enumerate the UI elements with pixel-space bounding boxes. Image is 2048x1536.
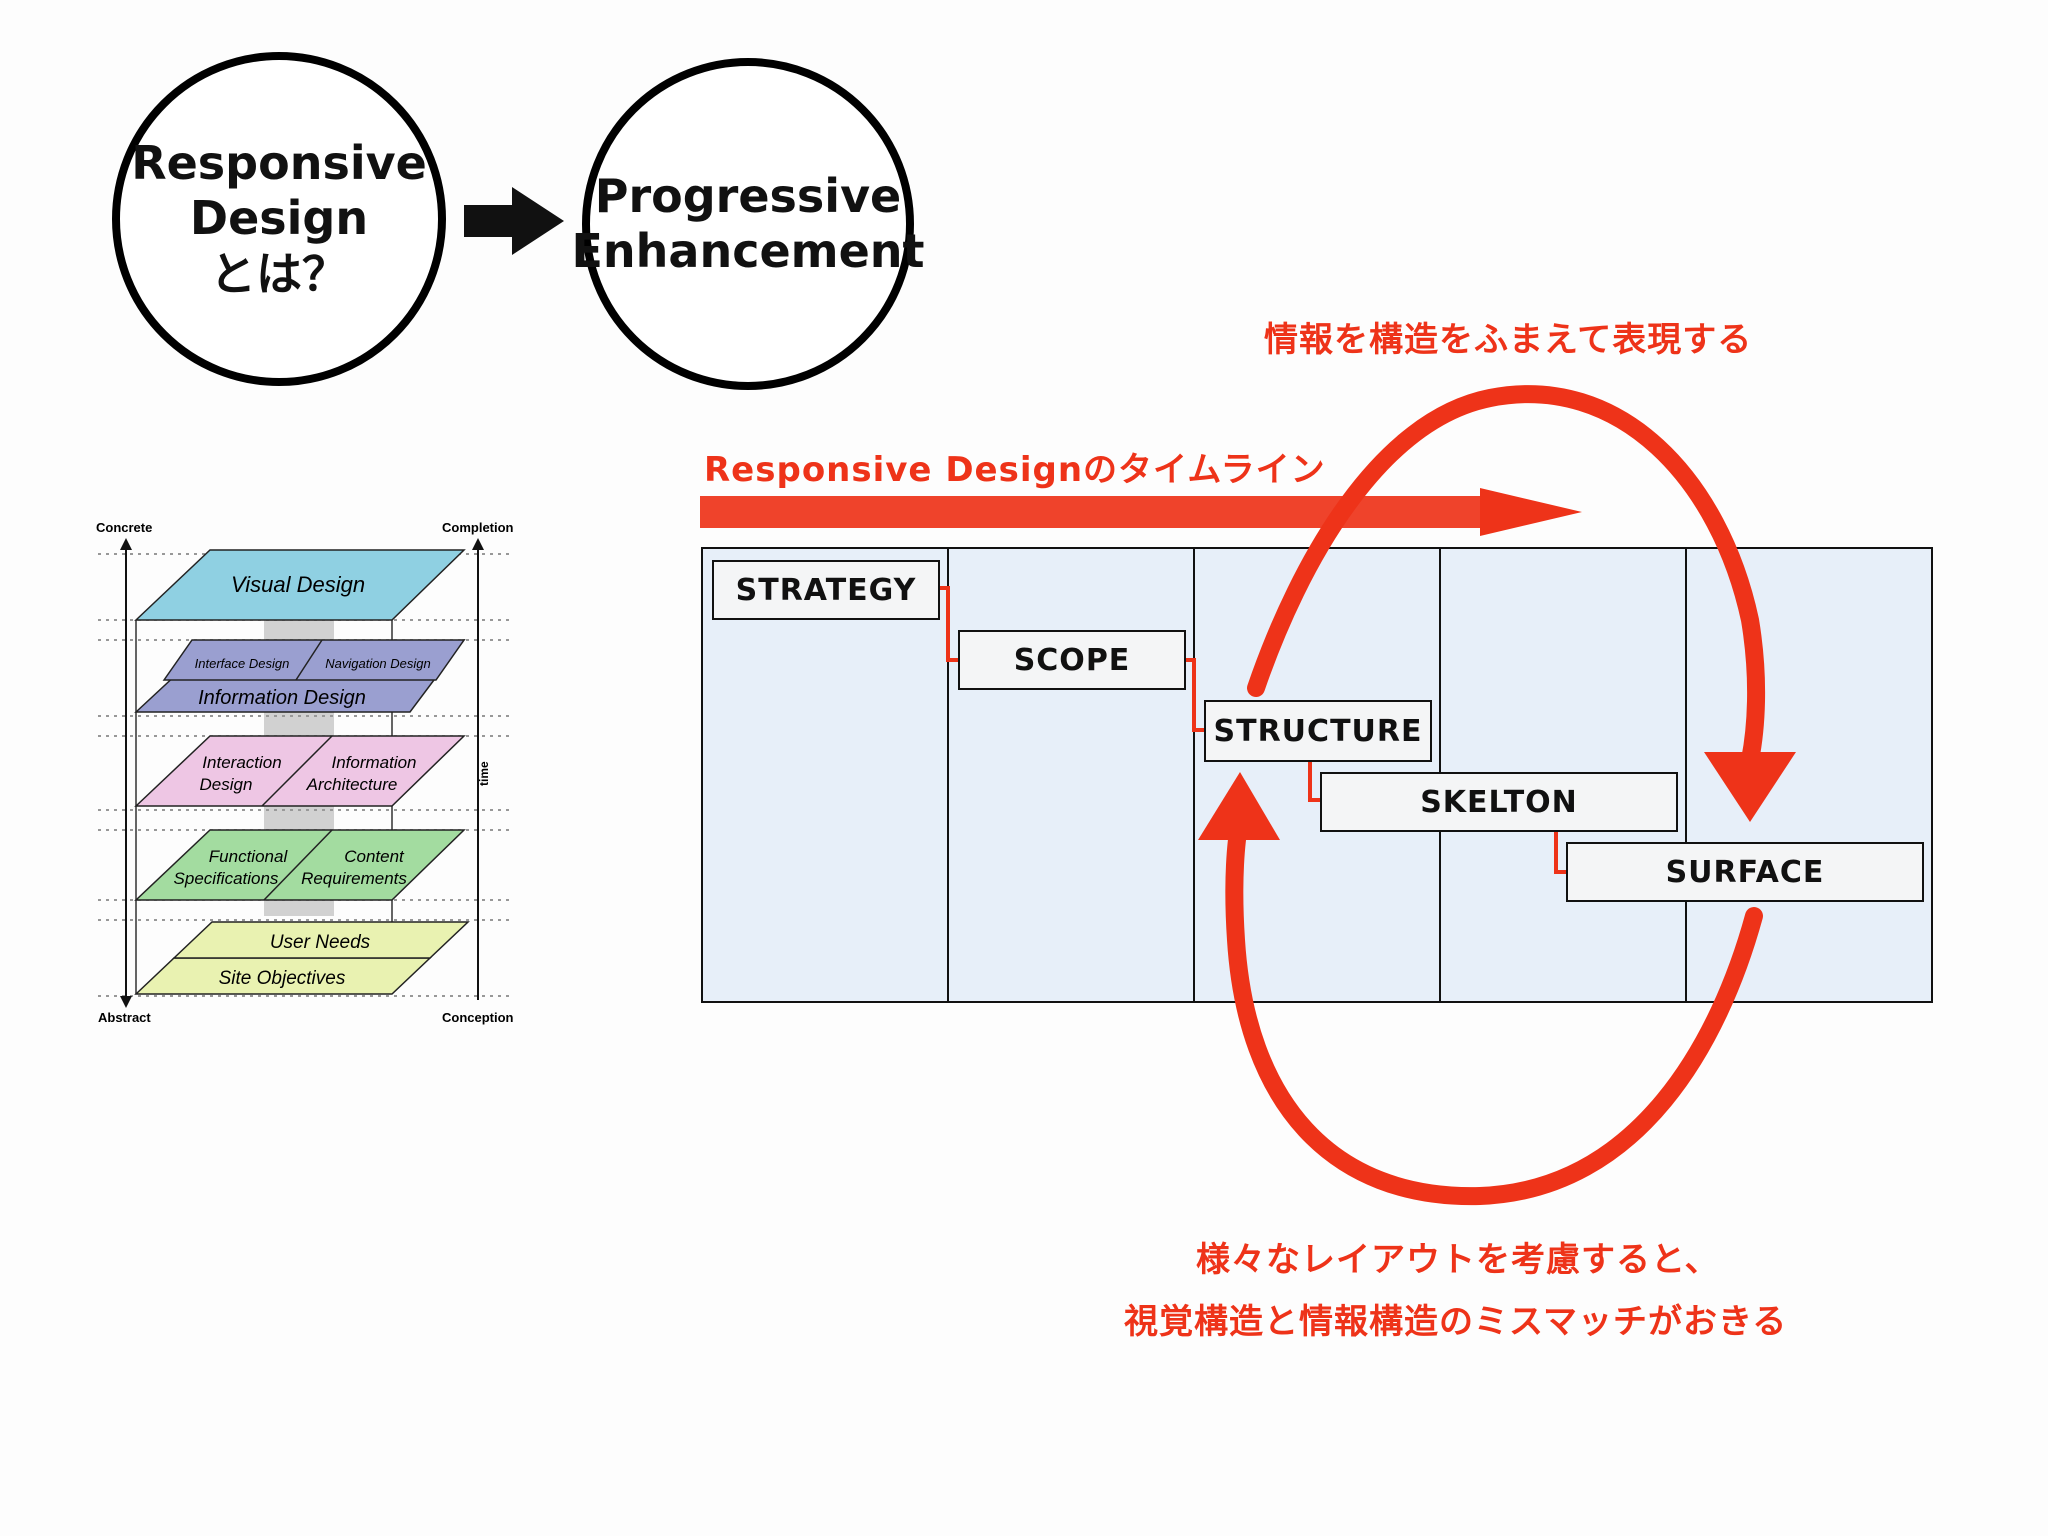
stage-column <box>947 547 1195 1003</box>
plane-interface-design: Interface Design <box>195 656 290 671</box>
stage-column <box>1685 547 1933 1003</box>
label-abstract: Abstract <box>98 1010 151 1025</box>
elements-model-diagram: Concrete Completion Abstract Conception … <box>96 520 514 1025</box>
plane-content-line-2: Requirements <box>301 869 407 888</box>
plane-visual-design: Visual Design <box>231 572 365 597</box>
progressive-enhancement-circle: Progressive Enhancement <box>571 58 925 390</box>
stage-skelton: SKELTON <box>1320 772 1678 832</box>
time-axis-label: time <box>477 761 491 786</box>
plane-navigation-design: Navigation Design <box>325 656 431 671</box>
label-completion: Completion <box>442 520 514 535</box>
plane-information-line-1: Information <box>331 753 416 772</box>
stage-structure: STRUCTURE <box>1204 700 1432 762</box>
plane-content-line-1: Content <box>344 847 405 866</box>
label-conception: Conception <box>442 1010 514 1025</box>
responsive-design-circle: Responsive Design とは？ <box>112 52 446 386</box>
plane-information-design: Information Design <box>198 687 366 709</box>
stage-surface: SURFACE <box>1566 842 1924 902</box>
annotation-bottom-line-2: 視覚構造と情報構造のミスマッチがおきる <box>1124 1302 1788 1342</box>
circle-line-3: とは？ <box>210 246 348 301</box>
plane-site-objectives: Site Objectives <box>219 968 346 989</box>
annotation-top: 情報を構造をふまえて表現する <box>1264 320 1753 360</box>
label-concrete: Concrete <box>96 520 152 535</box>
plane-functional-line-1: Functional <box>209 847 289 866</box>
annotation-timeline: Responsive Designのタイムライン <box>704 450 1326 490</box>
circle-line-2: Enhancement <box>571 224 925 278</box>
stage-strategy: STRATEGY <box>712 560 940 620</box>
annotation-bottom-line-1: 様々なレイアウトを考慮すると、 <box>1196 1240 1720 1280</box>
circle-line-1: Responsive <box>131 136 427 191</box>
stage-scope: SCOPE <box>958 630 1186 690</box>
plane-interaction-line-2: Design <box>200 775 253 794</box>
plane-user-needs: User Needs <box>270 932 371 953</box>
stage-column <box>701 547 949 1003</box>
right-arrow-icon <box>464 187 564 255</box>
circle-line-1: Progressive <box>594 168 902 223</box>
plane-functional-line-2: Specifications <box>174 869 279 888</box>
plane-information-line-2: Architecture <box>306 775 398 794</box>
circle-line-2: Design <box>189 191 369 246</box>
plane-interaction-line-1: Interaction <box>202 753 281 772</box>
